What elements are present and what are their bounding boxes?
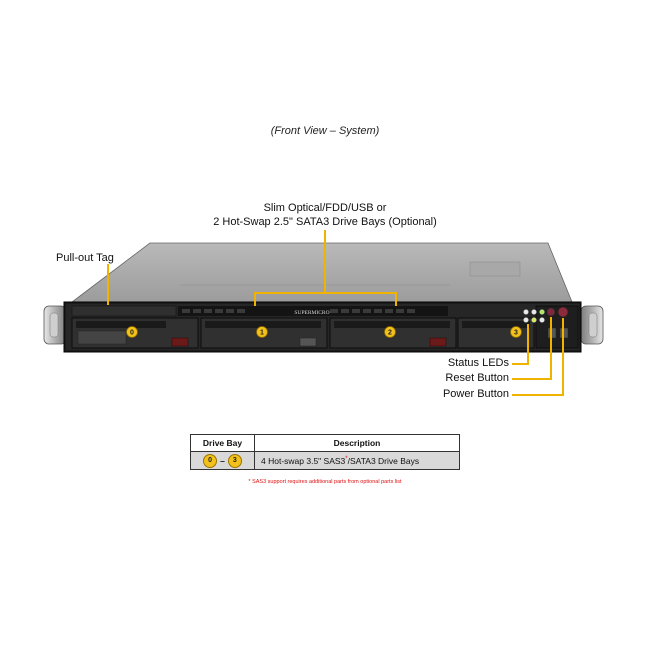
bay-badge-3: 3: [510, 326, 522, 338]
sas3-footnote-mark: *: [345, 455, 348, 462]
callout-lines: [107, 230, 564, 396]
optical-bay-slot: [178, 306, 448, 316]
optical-label-line1: Slim Optical/FDD/USB or: [263, 202, 387, 214]
power-button-label: Power Button: [442, 388, 509, 400]
drive-bay-3[interactable]: [457, 317, 535, 349]
sas3-footnote: * SAS3 support requires additional parts…: [248, 479, 402, 485]
header-drive-bay: Drive Bay: [190, 434, 255, 452]
status-leds-label: Status LEDs: [447, 357, 509, 369]
bay-badge-0: 0: [126, 326, 138, 338]
right-handle-grip: [588, 312, 598, 338]
drive-bay-table: Drive Bay Description 0–3 4 Hot-swap 3.5…: [190, 434, 460, 470]
reset-button-label: Reset Button: [445, 372, 509, 384]
description-part2: /SATA3 Drive Bays: [347, 455, 420, 466]
optical-label-line2: 2 Hot-Swap 2.5" SATA3 Drive Bays (Option…: [213, 216, 437, 228]
bay-badge-to: 3: [227, 453, 242, 468]
left-handle-grip: [49, 312, 59, 338]
pullout-tag: [71, 305, 177, 317]
reset-callout-line: [512, 317, 552, 380]
range-dash: –: [220, 455, 225, 466]
power-callout-line: [512, 318, 564, 396]
bay-badge-from: 0: [203, 453, 218, 468]
table-header-row: Drive Bay Description: [190, 434, 460, 452]
svg-text:3: 3: [514, 330, 518, 337]
vent-slots: [182, 309, 415, 313]
status-leds: [523, 309, 545, 323]
svg-text:1: 1: [260, 330, 264, 337]
cover-panel: [469, 261, 521, 277]
bay-badge-1: 1: [256, 326, 268, 338]
header-description: Description: [254, 434, 460, 452]
power-button[interactable]: [557, 306, 569, 318]
table-row: 0–3 4 Hot-swap 3.5" SAS3*/SATA3 Drive Ba…: [190, 451, 460, 470]
svg-text:0: 0: [130, 330, 134, 337]
pullout-tag-label: Pull-out Tag: [56, 252, 114, 264]
view-caption: (Front View – System): [270, 125, 380, 137]
reset-button[interactable]: [546, 307, 556, 317]
bay-badge-2: 2: [384, 326, 396, 338]
description-cell: 4 Hot-swap 3.5" SAS3*/SATA3 Drive Bays: [254, 451, 460, 470]
svg-text:2: 2: [388, 330, 392, 337]
optical-bay-callout-label: Slim Optical/FDD/USB or 2 Hot-Swap 2.5" …: [175, 201, 475, 229]
supermicro-logo: SUPERMICRO: [294, 310, 329, 316]
drive-bay-range-cell: 0–3: [190, 451, 255, 470]
description-part1: 4 Hot-swap 3.5" SAS3: [261, 455, 346, 466]
status-leds-callout-line: [512, 324, 529, 365]
drive-bay-0[interactable]: [71, 317, 199, 349]
optical-bracket: [254, 292, 397, 306]
